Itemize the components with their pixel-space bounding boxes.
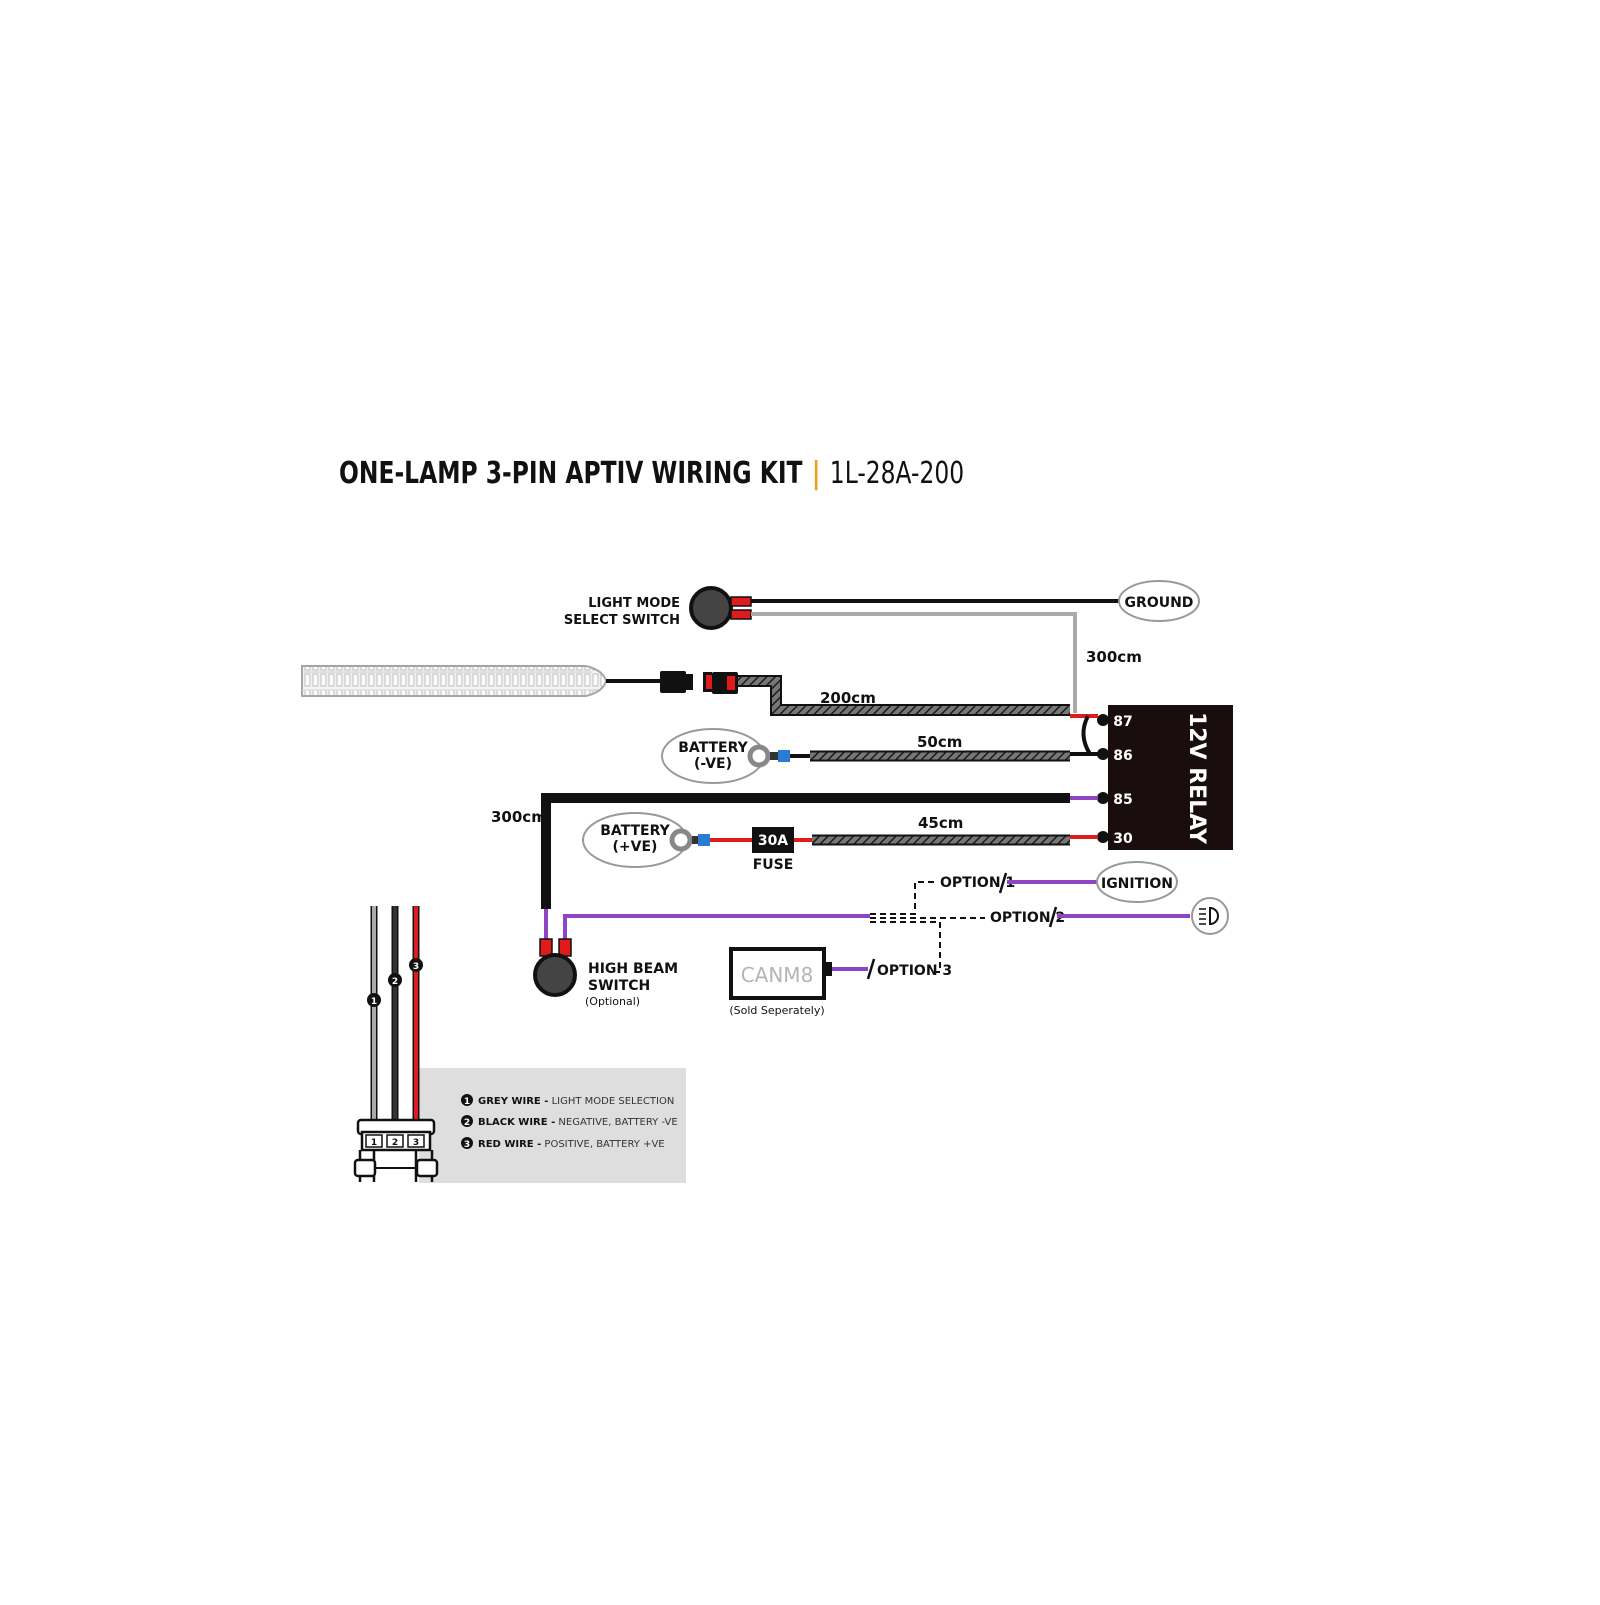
pin-label-30: 30	[1113, 831, 1133, 847]
high-beam-switch	[533, 953, 577, 997]
battery-pos-label-2: (+VE)	[613, 839, 658, 855]
light-mode-switch	[689, 586, 733, 630]
ignition-label: IGNITION	[1101, 876, 1173, 892]
battery-neg-label-2: (-VE)	[694, 756, 732, 772]
legend-bold-1: GREY WIRE -	[478, 1096, 548, 1107]
title-separator: |	[811, 456, 821, 491]
relay-pin-86	[1097, 748, 1109, 760]
option-2-cut	[1048, 906, 1058, 928]
page-title: ONE-LAMP 3-PIN APTIV WIRING KIT|1L-28A-2…	[339, 456, 964, 491]
canm8-plug	[824, 962, 832, 976]
option-1-cut	[998, 872, 1008, 894]
switch-terminal-black	[730, 596, 752, 607]
pin-label-1: 1	[371, 1138, 377, 1148]
ring-terminal-pos	[669, 828, 693, 852]
title-main: ONE-LAMP 3-PIN APTIV WIRING KIT	[339, 456, 803, 491]
canm8-note: (Sold Seperately)	[729, 1004, 824, 1017]
option-paths	[870, 881, 985, 973]
length-label-grey-300cm: 300cm	[1086, 648, 1142, 666]
pin-label-85: 85	[1113, 792, 1132, 808]
length-label-45cm: 45cm	[918, 814, 963, 832]
relay-label: 12V RELAY	[1184, 712, 1209, 845]
length-label-switch-300cm: 300cm	[491, 808, 547, 826]
legend-text-2: NEGATIVE, BATTERY -VE	[558, 1117, 677, 1128]
length-label-50cm: 50cm	[917, 733, 962, 751]
relay-pin-30	[1097, 831, 1109, 843]
hb-terminal-2	[558, 938, 572, 957]
light-mode-switch-label-1: LIGHT MODE	[588, 596, 680, 611]
hb-switch-label-3: (Optional)	[585, 995, 640, 1008]
ground-point	[1118, 580, 1200, 622]
aptiv-connector-lamp	[660, 671, 693, 693]
blue-crimp-pos	[698, 834, 710, 846]
light-bar	[301, 665, 608, 697]
lamp-harness-outline	[738, 675, 1070, 716]
ring-terminal-neg	[747, 744, 771, 768]
relay-pin-87	[1097, 714, 1109, 726]
wire-marker-2: 2	[392, 977, 398, 987]
svg-text:BLACK WIRE - NEGATIVE, BATTERY: BLACK WIRE - NEGATIVE, BATTERY -VE	[478, 1117, 678, 1128]
switch-harness	[541, 793, 1070, 909]
svg-text:RED WIRE - POSITIVE, BATTERY +: RED WIRE - POSITIVE, BATTERY +VE	[478, 1139, 665, 1150]
hb-switch-label-1: HIGH BEAM	[588, 961, 678, 977]
pin-label-2: 2	[392, 1138, 398, 1148]
option-1-label: OPTION 1	[940, 875, 1015, 891]
title-code: 1L-28A-200	[829, 456, 965, 491]
svg-text:GREY WIRE - LIGHT MODE SELECTI: GREY WIRE - LIGHT MODE SELECTION	[478, 1096, 674, 1107]
pin-label-86: 86	[1113, 748, 1132, 764]
option-3-label: OPTION 3	[877, 963, 952, 979]
option-3-cut	[866, 958, 876, 980]
pin-label-3: 3	[413, 1138, 419, 1148]
pin-label-87: 87	[1113, 714, 1132, 730]
ignition-point	[1096, 861, 1178, 903]
relay	[1108, 705, 1233, 850]
fuse	[752, 827, 794, 853]
legend-bold-2: BLACK WIRE -	[478, 1117, 555, 1128]
legend-text-1: LIGHT MODE SELECTION	[552, 1096, 675, 1107]
legend-row: 2 BLACK WIRE - NEGATIVE, BATTERY -VE	[461, 1115, 678, 1128]
wire-marker-1: 1	[371, 997, 377, 1007]
legend-text-3: POSITIVE, BATTERY +VE	[544, 1139, 664, 1150]
battery-neg-label-1: BATTERY	[678, 740, 748, 756]
relay-pins: 87 86 85 30	[1097, 714, 1133, 847]
legend-num-2: 2	[464, 1118, 470, 1128]
fuse-label: FUSE	[753, 857, 794, 873]
legend-row: 3 RED WIRE - POSITIVE, BATTERY +VE	[461, 1137, 665, 1150]
hb-switch-label-2: SWITCH	[588, 978, 650, 994]
legend-num-3: 3	[464, 1140, 470, 1150]
wire-marker-3: 3	[413, 962, 419, 972]
aptiv-connector-harness	[703, 672, 738, 694]
battery-pos-label-1: BATTERY	[600, 823, 670, 839]
fuse-value: 30A	[758, 833, 788, 849]
legend-num-1: 1	[464, 1097, 470, 1107]
lamp-harness-braid	[738, 677, 1070, 714]
light-mode-switch-label-2: SELECT SWITCH	[564, 613, 680, 628]
ground-label: GROUND	[1125, 595, 1194, 611]
option-2-label: OPTION 2	[990, 910, 1065, 926]
switch-terminal-grey	[730, 609, 752, 620]
blue-crimp-neg	[778, 750, 790, 762]
legend-bold-3: RED WIRE -	[478, 1139, 541, 1150]
high-beam-icon	[1191, 897, 1229, 935]
grey-wire	[751, 612, 1077, 713]
relay-pin-85	[1097, 792, 1109, 804]
length-label-200cm: 200cm	[820, 689, 876, 707]
canm8-label: CANM8	[741, 963, 814, 987]
legend-row: 1 GREY WIRE - LIGHT MODE SELECTION	[461, 1094, 674, 1107]
three-pin-connector: 1 2 3 1 2 3	[353, 906, 439, 1182]
hb-terminal-1	[539, 938, 553, 957]
switch-lead-2	[563, 914, 870, 939]
link-87-86	[1081, 715, 1092, 756]
